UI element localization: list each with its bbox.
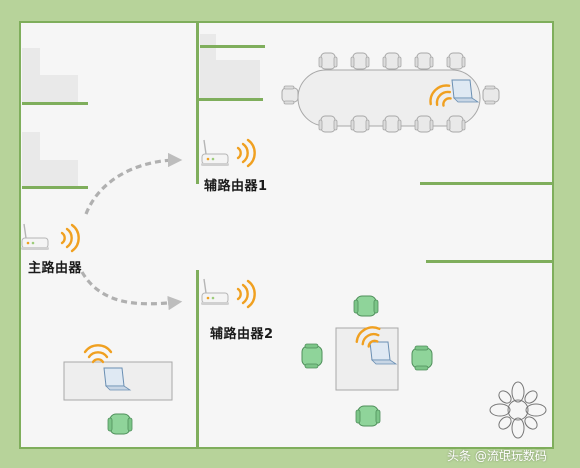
arrow-to-router-2 [80,271,183,311]
plant-icon [489,381,547,439]
sub-router-2-label: 辅路由器2 [210,327,274,342]
stair-block-bottom [22,132,78,188]
arrow-to-router-1 [84,152,183,215]
stair-block-top [22,48,78,103]
main-router-label: 主路由器 [28,261,83,276]
watermark: 头条 @流氓玩数码 [447,449,547,463]
stair-block-right [200,34,260,98]
sub-router-1-label: 辅路由器1 [204,179,268,194]
walls [22,22,553,448]
desk-chair [107,413,133,435]
